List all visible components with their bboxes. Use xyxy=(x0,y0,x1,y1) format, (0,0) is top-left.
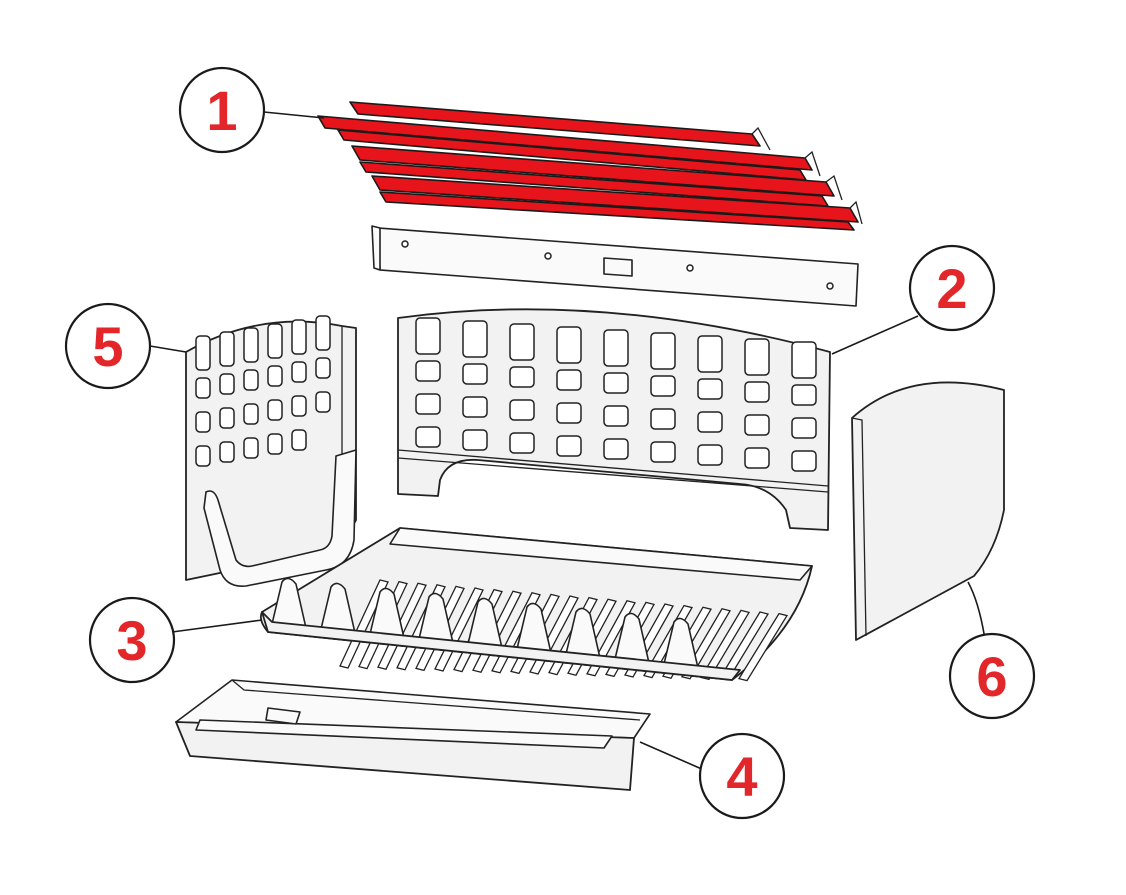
side-panel-vent xyxy=(315,315,331,351)
side-panel-vent xyxy=(219,373,235,395)
back-panel-vent xyxy=(744,447,770,469)
back-panel-vent xyxy=(415,393,441,415)
grate-slot xyxy=(699,609,751,681)
back-panel-vent xyxy=(791,417,817,439)
part-4-ash-tray xyxy=(175,679,651,791)
back-panel-vent xyxy=(556,326,582,364)
back-panel-vent xyxy=(697,411,723,433)
back-panel-vent xyxy=(556,369,582,391)
top-rail xyxy=(371,225,859,307)
back-panel-vent xyxy=(415,317,441,355)
back-panel-vent xyxy=(744,338,770,376)
back-panel-vent xyxy=(650,441,676,463)
back-panel-vent xyxy=(509,432,535,454)
side-panel-vent xyxy=(219,331,235,367)
callout-1: 1 xyxy=(178,66,266,154)
part-6-right-side-panel xyxy=(851,381,1005,641)
callout-6: 6 xyxy=(948,632,1036,720)
back-panel-vent xyxy=(697,335,723,373)
side-panel-vent xyxy=(291,429,307,451)
side-panel-vent xyxy=(243,327,259,363)
part-5-left-side-panel xyxy=(185,315,357,587)
grate-tooth xyxy=(565,607,601,659)
side-panel-vent xyxy=(219,441,235,463)
grate-tooth xyxy=(516,602,552,654)
back-panel-vent xyxy=(603,438,629,460)
back-panel-vent xyxy=(791,341,817,379)
grate-tooth xyxy=(271,577,307,629)
callout-5: 5 xyxy=(64,302,152,390)
back-panel-vent xyxy=(462,429,488,451)
side-panel-vent xyxy=(243,403,259,425)
side-panel-vent xyxy=(195,377,211,399)
side-panel-vent xyxy=(291,361,307,383)
grate-tooth xyxy=(663,617,699,669)
side-panel-vent xyxy=(195,335,211,371)
back-panel-vent xyxy=(509,399,535,421)
grate-tooth xyxy=(320,582,356,634)
leader-lines xyxy=(149,111,987,771)
back-panel-vent xyxy=(415,360,441,382)
back-panel-vent xyxy=(650,408,676,430)
callout-2-label: 2 xyxy=(936,257,967,320)
side-panel-vent xyxy=(291,395,307,417)
grate-tooth xyxy=(418,592,454,644)
back-panel-vent xyxy=(603,405,629,427)
part-3-grate xyxy=(259,527,813,682)
back-panel-vent xyxy=(791,450,817,472)
back-panel-vent xyxy=(697,444,723,466)
back-panel-vent xyxy=(650,332,676,370)
back-panel-vent xyxy=(744,414,770,436)
side-panel-vent xyxy=(267,433,283,455)
callout-4: 4 xyxy=(698,732,786,820)
back-panel-vent xyxy=(556,435,582,457)
back-panel-vent xyxy=(462,396,488,418)
side-panel-vent xyxy=(219,407,235,429)
side-panel-vent xyxy=(243,369,259,391)
callout-3-label: 3 xyxy=(116,609,147,672)
side-panel-vent xyxy=(315,357,331,379)
callout-4-label: 4 xyxy=(726,745,757,808)
grate-tooth xyxy=(467,597,503,649)
side-panel-vent xyxy=(267,323,283,359)
callout-2: 2 xyxy=(908,244,996,332)
part-1-top-bars xyxy=(317,101,863,231)
back-panel-vent xyxy=(603,329,629,367)
back-panel-vent xyxy=(509,323,535,361)
callout-1-label: 1 xyxy=(206,79,237,142)
side-panel-vent xyxy=(195,411,211,433)
back-panel-vent xyxy=(650,375,676,397)
back-panel-vent xyxy=(462,320,488,358)
callout-5-label: 5 xyxy=(92,315,123,378)
grate-tooth xyxy=(369,587,405,639)
grate-slot xyxy=(737,612,789,682)
back-panel-vent xyxy=(556,402,582,424)
side-panel-vent xyxy=(315,391,331,413)
side-panel-vent xyxy=(267,399,283,421)
back-panel-vent xyxy=(462,363,488,385)
callout-6-label: 6 xyxy=(976,645,1007,708)
back-panel-vent xyxy=(603,372,629,394)
side-panel-vent xyxy=(267,365,283,387)
back-panel-vent xyxy=(415,426,441,448)
back-panel-vent xyxy=(697,378,723,400)
side-panel-vent xyxy=(291,319,307,355)
side-panel-vent xyxy=(195,445,211,467)
back-panel-vent xyxy=(509,366,535,388)
back-panel-vent xyxy=(791,384,817,406)
back-panel-vent xyxy=(744,381,770,403)
part-2-back-panel xyxy=(397,308,831,531)
callout-3: 3 xyxy=(88,596,176,684)
side-panel-vent xyxy=(243,437,259,459)
grate-tooth xyxy=(614,612,650,664)
